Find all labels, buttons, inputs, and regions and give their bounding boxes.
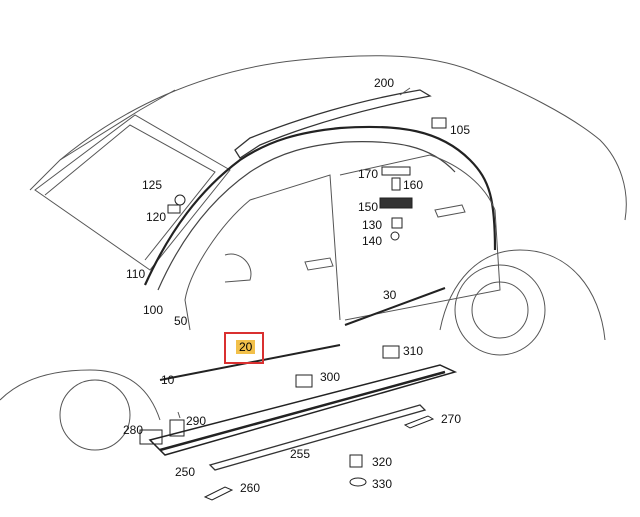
callout-130[interactable]: 130 — [362, 218, 383, 232]
callout-100[interactable]: 100 — [143, 303, 164, 317]
callout-120[interactable]: 120 — [146, 210, 167, 224]
callout-20[interactable]: 20 — [236, 340, 256, 354]
callout-50[interactable]: 50 — [174, 314, 188, 328]
callout-250[interactable]: 250 — [175, 465, 196, 479]
callout-255[interactable]: 255 — [290, 447, 311, 461]
callout-170[interactable]: 170 — [358, 167, 379, 181]
callout-110[interactable]: 110 — [126, 267, 146, 281]
rear-door — [339, 154, 501, 321]
rear-wheel — [454, 264, 546, 356]
front-wheel — [59, 379, 131, 451]
windshield-inner — [44, 124, 216, 261]
callout-330[interactable]: 330 — [372, 477, 393, 491]
clip-280 — [139, 429, 163, 445]
sill-molding-255 — [208, 404, 427, 471]
door-frame-trim-inner — [157, 141, 456, 291]
part-105 — [431, 117, 447, 129]
rear-door-handle — [434, 204, 466, 218]
callout-140[interactable]: 140 — [362, 234, 383, 248]
windshield-outline — [34, 114, 231, 271]
callout-300[interactable]: 300 — [320, 370, 341, 384]
part-140 — [390, 231, 400, 241]
highlight-box — [224, 332, 264, 364]
callout-125[interactable]: 125 — [142, 178, 163, 192]
molding-30 — [344, 287, 446, 326]
side-mirror — [224, 253, 252, 283]
callout-290[interactable]: 290 — [186, 414, 207, 428]
part-150 — [379, 197, 413, 209]
clip-290 — [169, 419, 185, 437]
front-door — [184, 174, 341, 331]
hood-outline — [29, 89, 176, 191]
part-125 — [174, 194, 186, 206]
leader-200 — [399, 87, 411, 96]
bracket-270 — [403, 415, 435, 429]
part-120 — [167, 204, 181, 214]
roof-outline — [59, 55, 627, 221]
callout-150[interactable]: 150 — [358, 200, 379, 214]
washer-330 — [349, 477, 367, 487]
front-wheel-arch — [0, 369, 161, 421]
callout-10[interactable]: 10 — [161, 373, 175, 387]
door-frame-trim — [143, 125, 497, 286]
callout-160[interactable]: 160 — [403, 178, 424, 192]
bracket-260 — [203, 486, 234, 501]
callout-270[interactable]: 270 — [441, 412, 462, 426]
callout-105[interactable]: 105 — [450, 123, 471, 137]
part-170 — [381, 166, 411, 176]
clip-320 — [349, 454, 363, 468]
callout-280[interactable]: 280 — [123, 423, 144, 437]
clip-300 — [295, 374, 313, 388]
leader-290 — [177, 411, 181, 419]
callout-200[interactable]: 200 — [374, 76, 395, 90]
callout-320[interactable]: 320 — [372, 455, 393, 469]
part-160 — [391, 177, 401, 191]
roof-rail-molding — [234, 89, 432, 159]
rear-rim — [471, 281, 529, 339]
callout-310[interactable]: 310 — [403, 344, 424, 358]
part-130 — [391, 217, 403, 229]
clip-310 — [382, 345, 400, 359]
front-door-handle — [304, 257, 334, 271]
callout-30[interactable]: 30 — [383, 288, 397, 302]
callout-260[interactable]: 260 — [240, 481, 261, 495]
rocker-trim — [159, 370, 446, 452]
rear-wheel-arch — [439, 249, 606, 341]
